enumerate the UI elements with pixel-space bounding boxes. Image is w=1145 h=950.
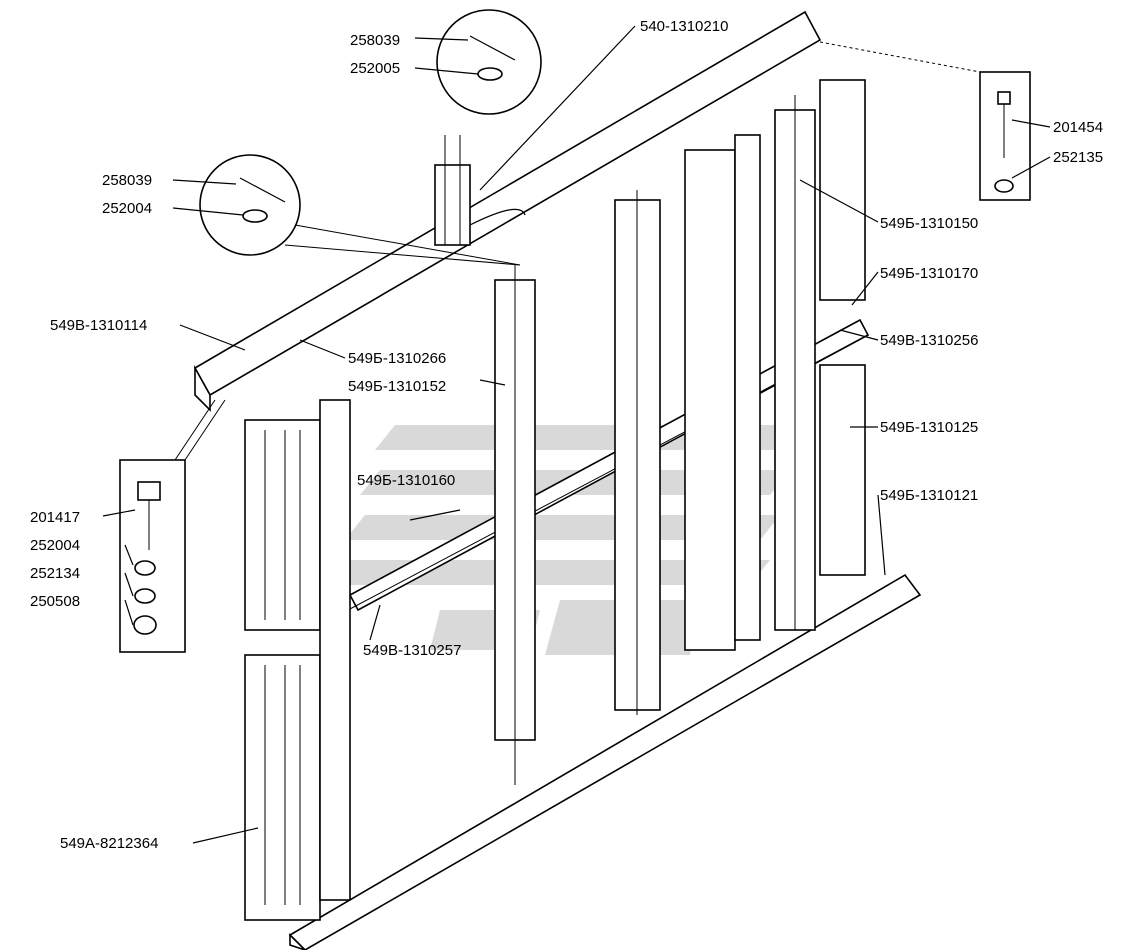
- blade-right-upper: [819, 79, 866, 301]
- lever-assembly: [434, 135, 526, 246]
- label-252135: 252135: [1053, 149, 1103, 166]
- label-549b-1310170: 549Б-1310170: [880, 265, 978, 282]
- label-540-1310210: 540-1310210: [640, 18, 728, 35]
- blade-left-side: [319, 399, 351, 901]
- blade-left-lower: [244, 654, 321, 921]
- lower-bracket: [288, 573, 922, 950]
- label-549b-1310152: 549Б-1310152: [348, 378, 446, 395]
- label-549b-1310160: 549Б-1310160: [357, 472, 455, 489]
- label-549v-1310114: 549В-1310114: [50, 317, 147, 334]
- blade-center-side: [734, 134, 761, 641]
- label-549b-1310150: 549Б-1310150: [880, 215, 978, 232]
- label-549b-1310125: 549Б-1310125: [880, 419, 978, 436]
- label-201454: 201454: [1053, 119, 1103, 136]
- detail-circle-top: [436, 9, 542, 115]
- detail-circle-left: [199, 154, 521, 266]
- label-549b-1310121: 549Б-1310121: [880, 487, 978, 504]
- hardware-box-right: [819, 41, 1031, 201]
- shutter-rods: [494, 95, 816, 785]
- label-250508: 250508: [30, 593, 80, 610]
- hardware-box-left: [119, 399, 226, 653]
- label-549v-1310257: 549В-1310257: [363, 642, 461, 659]
- label-252004-top: 252004: [102, 200, 152, 217]
- label-252005: 252005: [350, 60, 400, 77]
- label-201417: 201417: [30, 509, 80, 526]
- leader-lines: [102, 25, 1051, 844]
- label-258039-left: 258039: [102, 172, 152, 189]
- part-labels: 258039 252005 540-1310210 201454 252135 …: [30, 18, 1103, 852]
- label-252004-bottom: 252004: [30, 537, 80, 554]
- upper-bracket: [193, 10, 822, 412]
- shutter-blades: [244, 79, 866, 921]
- label-252134: 252134: [30, 565, 80, 582]
- label-549a-8212364: 549А-8212364: [60, 835, 158, 852]
- label-258039-top: 258039: [350, 32, 400, 49]
- label-549b-1310266: 549Б-1310266: [348, 350, 446, 367]
- blade-left-upper: [244, 419, 321, 631]
- blade-center: [684, 149, 736, 651]
- label-549v-1310256: 549В-1310256: [880, 332, 978, 349]
- blade-right-lower: [819, 364, 866, 576]
